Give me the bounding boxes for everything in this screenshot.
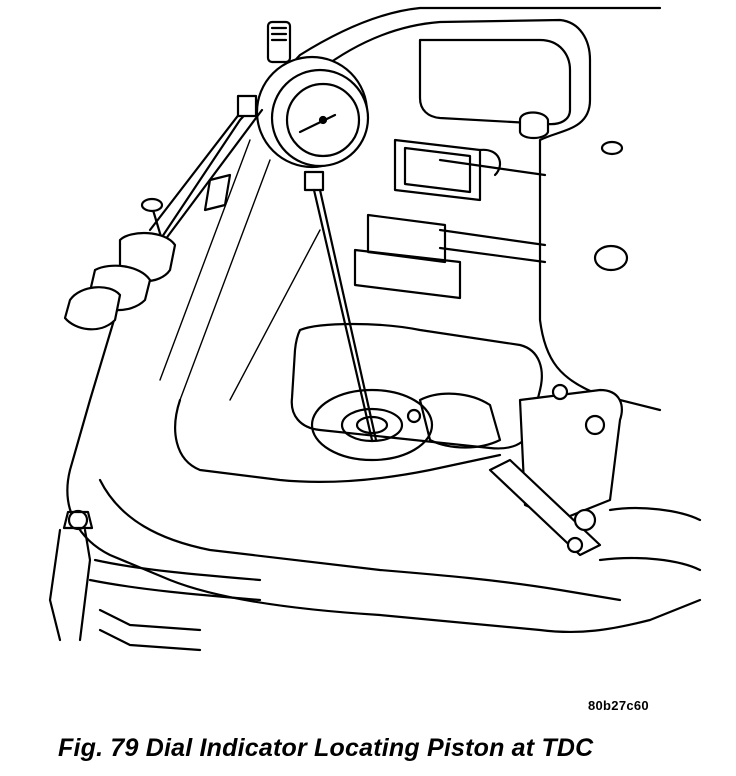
left-bolt bbox=[67, 509, 89, 531]
cylinder-head-outline bbox=[66, 6, 702, 634]
figure-code: 80b27c60 bbox=[588, 698, 649, 713]
indicator-mount bbox=[63, 94, 264, 331]
cam-cap-1 bbox=[393, 138, 482, 202]
cam-cap-2 bbox=[353, 213, 462, 300]
indicator-plunger bbox=[312, 188, 374, 442]
engine-illustration bbox=[48, 6, 702, 652]
valve-area-outline bbox=[418, 38, 572, 126]
cylinder-head-inner-edge bbox=[318, 18, 662, 412]
plug-well-opening bbox=[290, 322, 543, 450]
dial-indicator bbox=[255, 20, 378, 442]
piston-bore bbox=[310, 388, 434, 462]
head-flange-lower bbox=[98, 478, 622, 602]
head-flange-step bbox=[174, 398, 502, 484]
figure-caption: Fig. 79 Dial Indicator Locating Piston a… bbox=[58, 734, 594, 762]
